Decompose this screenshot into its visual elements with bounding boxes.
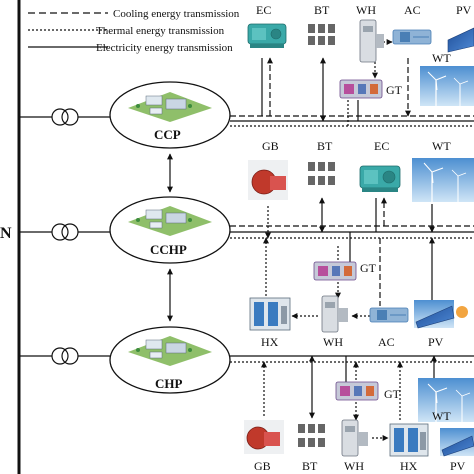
svg-text:GB: GB — [262, 139, 279, 153]
device-cchp-pv: PV — [414, 300, 468, 349]
gas-boiler-icon — [244, 420, 284, 454]
svg-text:PV: PV — [428, 335, 444, 349]
hub-ccp-label: CCP — [154, 127, 181, 142]
absorption-chiller-icon — [392, 29, 432, 45]
svg-text:HX: HX — [400, 459, 418, 473]
water-heater-icon — [321, 295, 348, 333]
svg-text:WT: WT — [432, 51, 451, 65]
campus-icon — [128, 206, 212, 236]
transformer-cchp — [19, 223, 110, 241]
svg-text:WH: WH — [323, 335, 343, 349]
transformer-icon — [51, 223, 69, 241]
water-heater-icon — [341, 419, 368, 457]
solar-panel-icon — [447, 27, 474, 53]
svg-text:GB: GB — [254, 459, 271, 473]
svg-text:GT: GT — [384, 387, 401, 401]
device-cchp-hx: HX — [249, 297, 291, 349]
svg-text:PV: PV — [450, 459, 466, 473]
device-ccp-ec: EC — [247, 3, 287, 48]
gas-turbine-icon — [313, 261, 357, 281]
device-cchp-gb: GB — [248, 139, 288, 200]
cchp-buses — [230, 197, 474, 319]
legend-cooling-label: Cooling energy transmission — [113, 8, 240, 20]
hub-ccp: CCP — [109, 81, 231, 149]
hub-cchp-label: CCHP — [150, 242, 187, 257]
heat-exchanger-icon — [389, 423, 429, 457]
legend: Cooling energy transmission Thermal ener… — [28, 8, 240, 54]
svg-text:WT: WT — [432, 139, 451, 153]
wind-turbine-icon — [420, 66, 474, 106]
hub-chp-label: CHP — [155, 376, 183, 391]
device-ccp-wt: WT — [420, 51, 474, 106]
device-cchp-bt: BT — [308, 139, 335, 185]
device-ccp-bt: BT — [308, 3, 335, 45]
device-ccp-wh: WH — [356, 3, 384, 63]
device-ccp-gt: GT — [339, 79, 403, 99]
device-ccp-pv: PV — [447, 3, 474, 53]
svg-text:GT: GT — [386, 83, 403, 97]
wind-turbine-icon — [412, 158, 474, 202]
device-chp-gt: GT — [335, 381, 401, 401]
wind-turbine-icon — [418, 378, 474, 422]
svg-text:PV: PV — [456, 3, 472, 17]
transformer-icon — [51, 108, 69, 126]
svg-text:GT: GT — [360, 261, 377, 275]
campus-icon — [128, 336, 212, 366]
chiller-icon — [247, 23, 287, 48]
transformer-ccp — [19, 108, 110, 126]
device-ccp-ac: AC — [392, 3, 432, 45]
ccp-buses — [230, 39, 474, 127]
svg-text:AC: AC — [404, 3, 421, 17]
chiller-icon — [359, 165, 401, 192]
battery-icon — [298, 424, 325, 447]
svg-text:BT: BT — [314, 3, 330, 17]
solar-panel-icon — [440, 428, 474, 457]
svg-text:EC: EC — [374, 139, 389, 153]
water-heater-icon — [359, 19, 384, 63]
svg-text:WT: WT — [432, 409, 451, 423]
svg-text:BT: BT — [302, 459, 318, 473]
legend-electricity-label: Electricity energy transmission — [96, 42, 233, 54]
svg-text:WH: WH — [344, 459, 364, 473]
device-chp-bt: BT — [298, 424, 325, 473]
gas-boiler-icon — [248, 160, 288, 200]
gas-turbine-icon — [335, 381, 379, 401]
device-chp-gb: GB — [244, 420, 284, 473]
hub-cchp: CCHP — [109, 196, 231, 264]
svg-text:EC: EC — [256, 3, 271, 17]
solar-panel-icon — [414, 300, 468, 329]
device-chp-wt: WT — [418, 378, 474, 423]
gas-turbine-icon — [339, 79, 383, 99]
device-cchp-ac: AC — [369, 307, 409, 349]
device-cchp-ec: EC — [359, 139, 401, 192]
transformer-chp — [19, 347, 110, 365]
transformer-icon — [51, 347, 69, 365]
device-chp-hx: HX — [389, 423, 429, 473]
device-chp-wh: WH — [341, 419, 368, 473]
chp-buses — [230, 355, 474, 441]
svg-text:BT: BT — [317, 139, 333, 153]
grid-label: N — [0, 225, 12, 242]
battery-icon — [308, 24, 335, 45]
battery-icon — [308, 162, 335, 185]
device-cchp-wh: WH — [321, 295, 348, 349]
hub-chp: CHP — [109, 326, 231, 394]
campus-icon — [128, 92, 212, 122]
legend-thermal-label: Thermal energy transmission — [96, 25, 225, 37]
absorption-chiller-icon — [369, 307, 409, 323]
device-cchp-wt: WT — [412, 139, 474, 202]
heat-exchanger-icon — [249, 297, 291, 331]
svg-text:AC: AC — [378, 335, 395, 349]
device-chp-pv: PV — [440, 428, 474, 473]
device-cchp-gt: GT — [313, 261, 377, 281]
svg-text:WH: WH — [356, 3, 376, 17]
svg-text:HX: HX — [261, 335, 279, 349]
